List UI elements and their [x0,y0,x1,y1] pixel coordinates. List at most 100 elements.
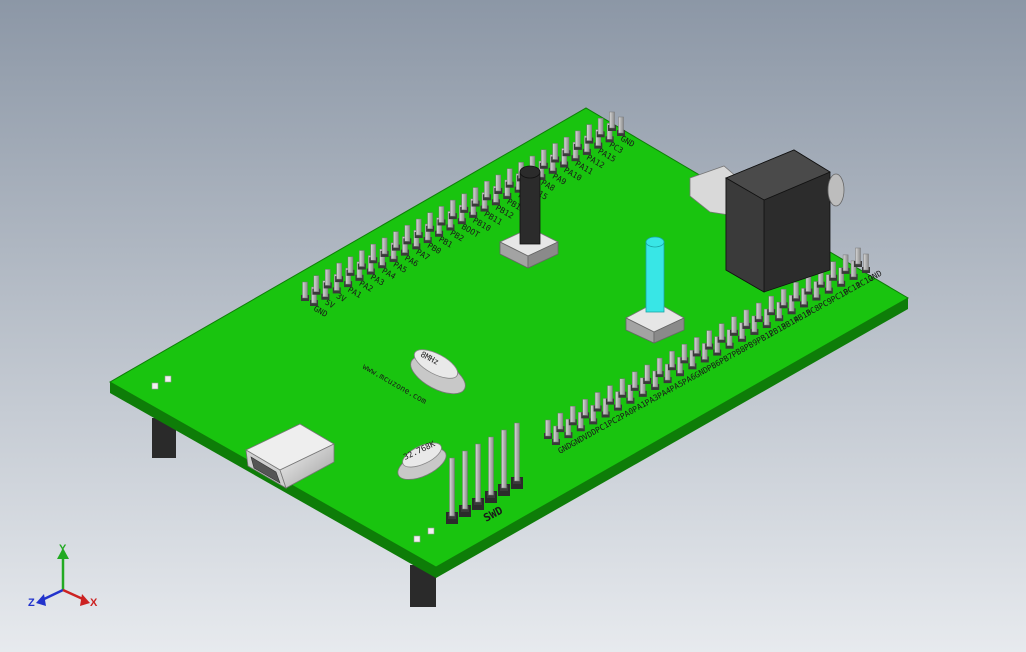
header-pin [513,422,521,484]
y-axis-label: Y [59,543,67,555]
header-pin [576,411,585,432]
header-pin [494,174,503,194]
header-pin [323,269,332,289]
header-pin [841,254,850,274]
header-pin [426,212,435,232]
usb-connector [245,423,335,489]
header-pin [391,231,400,251]
header-pin [705,330,714,350]
header-pin [556,412,565,433]
header-pin [862,253,870,273]
header-pin [593,392,602,412]
header-pin [312,275,321,295]
dc-power-jack [689,149,845,293]
header-pin [581,399,590,419]
header-pin [564,418,573,439]
header-pin [742,309,751,329]
y-axis-arrow [57,548,69,559]
header-pin [680,344,689,364]
bottom-right-pin-header [544,247,870,445]
header-pin [617,116,625,136]
header-pin [551,143,560,163]
header-pin [638,377,647,397]
header-pin [626,384,635,404]
z-axis-arrow [36,594,46,606]
header-pin [539,149,548,169]
header-pin [346,256,355,276]
header-pin [849,260,858,280]
header-pin [369,243,378,264]
header-pin [552,425,560,445]
smd-pad [427,527,435,535]
header-pin [630,371,639,391]
header-pin [500,429,508,491]
header-pin [487,436,495,498]
header-pin [448,199,457,220]
user-button-cyan[interactable] [625,236,685,344]
header-pin [544,419,552,439]
header-pin [461,450,469,512]
top-left-pin-header [301,111,625,306]
header-pin [601,398,610,418]
header-pin [380,237,389,257]
header-pin [474,443,482,505]
smd-pad [151,382,159,390]
header-pin [589,405,598,425]
header-pin [688,350,697,370]
header-pin [713,336,722,356]
silkscreen-pin-label: 5V [323,298,336,311]
header-pin [738,322,746,342]
header-pin [414,218,423,239]
header-pin [618,378,627,398]
header-pin [792,282,800,302]
header-pin [837,267,846,287]
header-pin [717,323,726,343]
header-pin [403,225,412,245]
header-pin [573,130,582,150]
header-pin [643,364,652,384]
header-pin [482,181,491,201]
header-pin [779,289,788,309]
header-pin [730,316,738,336]
axis-triad[interactable]: Y Z X [28,543,98,609]
header-pin [562,136,571,157]
reset-button-black[interactable] [499,165,559,269]
smd-pad [413,535,421,543]
pcb-edge-front [436,298,908,578]
z-axis-line [41,588,64,602]
header-pin [357,250,366,270]
header-pin [301,281,309,301]
header-pin [651,370,660,390]
x-axis-label: X [90,597,98,609]
header-pin [829,261,838,281]
header-pin [700,343,709,363]
header-pin [668,350,676,371]
pcb-board-model[interactable]: GND5V3VPA1PA2PA3PA4PA5PA6PA7PB0PB1PB2BOO… [108,107,909,607]
header-pin [437,206,446,226]
header-pin [568,405,577,426]
header-pin [754,302,763,323]
header-pin [854,247,862,267]
header-pin [585,124,594,144]
header-pin [606,385,614,405]
header-pin [787,295,796,315]
header-pin [824,274,833,294]
header-pin [448,457,456,519]
header-pin [692,337,701,357]
silkscreen-pin-label: 3V [335,291,348,304]
crystal-8mhz: 8MHz [410,349,466,395]
header-pin [614,391,622,411]
header-pin [608,111,616,131]
header-pin [335,262,344,283]
header-pin [762,308,771,329]
header-pin [812,281,821,301]
header-pin [460,193,469,213]
header-pin [767,295,776,316]
header-pin [505,168,514,188]
header-pin [725,329,734,349]
header-pin [676,356,684,377]
header-pin [663,363,672,384]
x-axis-arrow [80,594,90,606]
